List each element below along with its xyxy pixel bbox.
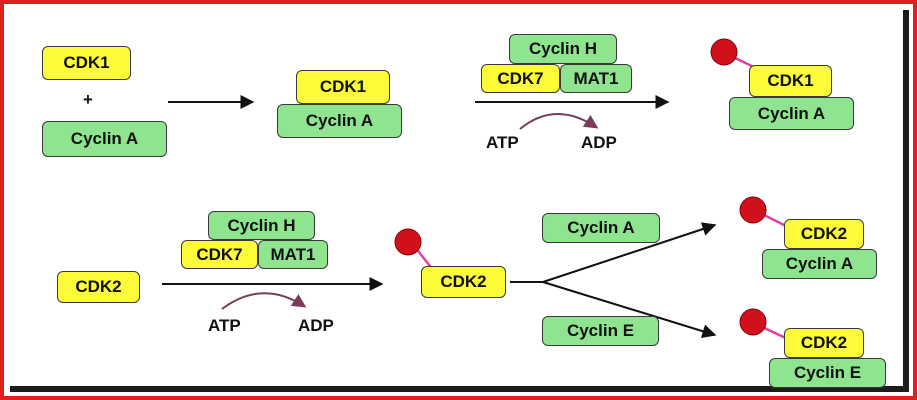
phospho-cdk1-cyclin-a: Cyclin A [729, 97, 854, 130]
cyclin-a-reactant: Cyclin A [42, 121, 167, 157]
plus-sign: + [83, 90, 93, 109]
cak-mat1-row1: MAT1 [560, 64, 632, 93]
cak-cyclin-h-row2: Cyclin H [208, 211, 315, 240]
branch-cyclin-e: Cyclin E [542, 316, 659, 346]
cdk1-complex-cdk: CDK1 [296, 70, 390, 104]
atp-label-row1: ATP [486, 133, 519, 152]
adp-label-row2: ADP [298, 316, 334, 335]
product-cyclin-a: Cyclin A [762, 249, 877, 279]
product-cdk2-a: CDK2 [784, 219, 864, 249]
phospho-cdk2: CDK2 [421, 266, 506, 298]
frame-shadow-bottom [10, 386, 908, 392]
branch-arrow-cyclin-e [542, 281, 717, 338]
cak-cdk7-row2: CDK7 [181, 240, 258, 269]
phosphate-group-row1 [710, 38, 738, 66]
cak-mat1-row2: MAT1 [258, 240, 328, 269]
phosphate-group-product-a [739, 196, 767, 224]
phosphate-group-cdk2 [394, 228, 422, 256]
cdk1-complex-cyclin: Cyclin A [277, 104, 402, 138]
atp-adp-arrow-row2 [221, 292, 307, 310]
branch-arrow-cyclin-a [542, 222, 717, 283]
product-cyclin-e: Cyclin E [769, 358, 886, 388]
branch-cyclin-a: Cyclin A [542, 213, 660, 243]
atp-adp-arrow-row1 [519, 113, 599, 130]
phospho-cdk1: CDK1 [749, 65, 832, 97]
cdk2-reactant: CDK2 [57, 271, 140, 303]
cak-cdk7-row1: CDK7 [481, 64, 560, 93]
cdk1-reactant: CDK1 [42, 46, 131, 80]
product-cdk2-e: CDK2 [784, 328, 864, 358]
cak-cyclin-h-row1: Cyclin H [509, 34, 617, 64]
atp-label-row2: ATP [208, 316, 241, 335]
phosphate-group-product-e [739, 308, 767, 336]
frame-shadow-right [903, 10, 909, 392]
adp-label-row1: ADP [581, 133, 617, 152]
